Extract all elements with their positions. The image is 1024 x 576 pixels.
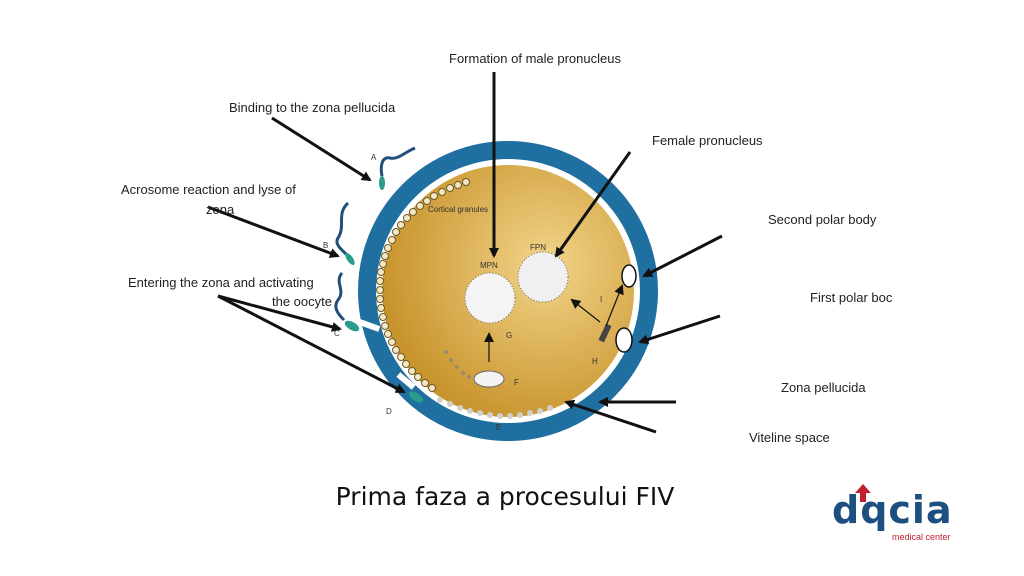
second-polar-body	[622, 265, 636, 287]
female-pronucleus	[518, 252, 568, 302]
label-zona-pellucida: Zona pellucida	[781, 380, 866, 395]
sperm-b	[337, 203, 357, 266]
arrow-binding	[272, 118, 370, 180]
dacia-logo: dqcia medical center	[832, 488, 982, 550]
label-f: F	[514, 378, 519, 387]
label-e: E	[496, 423, 501, 432]
label-g: G	[506, 331, 512, 340]
label-fpn: FPN	[530, 243, 546, 252]
logo-subtitle: medical center	[892, 532, 951, 542]
label-d: D	[386, 407, 392, 416]
logo-word: dqcia	[832, 488, 953, 532]
label-b: B	[323, 241, 328, 250]
label-h: H	[592, 357, 598, 366]
label-acrosome-2: zona	[206, 202, 235, 217]
label-acrosome-1: Acrosome reaction and lyse of	[121, 182, 296, 197]
label-male-pronucleus: Formation of male pronucleus	[449, 51, 621, 66]
label-second-polar: Second polar body	[768, 212, 877, 227]
label-c: C	[334, 329, 340, 338]
label-entering-2: the oocyte	[272, 294, 332, 309]
label-first-polar: First polar boc	[810, 290, 893, 305]
arrow-second-polar	[644, 236, 722, 276]
label-a: A	[371, 153, 377, 162]
label-binding: Binding to the zona pellucida	[229, 100, 396, 115]
label-cortical: Cortical granules	[428, 205, 488, 214]
label-entering-1: Entering the zona and activating	[128, 275, 314, 290]
sperm-c	[336, 273, 361, 333]
label-i: I	[600, 295, 602, 304]
male-pronucleus	[465, 273, 515, 323]
label-female-pronucleus: Female pronucleus	[652, 133, 763, 148]
sperm-head-f	[474, 371, 504, 387]
first-polar-body	[616, 328, 632, 352]
label-mpn: MPN	[480, 261, 498, 270]
label-viteline-space: Viteline space	[749, 430, 830, 445]
